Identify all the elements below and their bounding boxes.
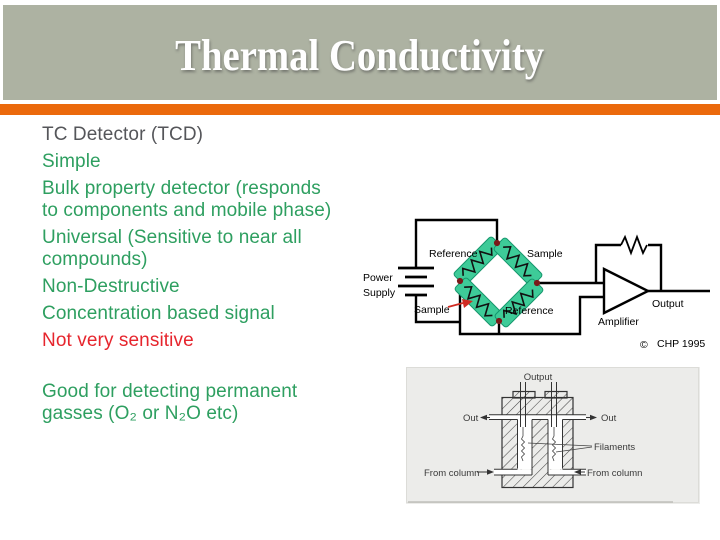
filament-left bbox=[520, 427, 526, 462]
amplifier-symbol bbox=[602, 267, 651, 315]
wheatstone-bridge bbox=[447, 235, 545, 329]
power-supply-label-line1: Power bbox=[363, 272, 393, 284]
out-left-arrow-icon bbox=[480, 414, 487, 421]
from-column-left-arrow-icon bbox=[487, 469, 494, 475]
from-column-right-arrow-icon bbox=[574, 469, 581, 475]
bullet-text: Not very sensitive bbox=[42, 330, 194, 351]
out-right-arrow-icon bbox=[590, 414, 597, 421]
from-column-left-label: From column bbox=[424, 468, 479, 479]
slide-title: Thermal Conductivity bbox=[175, 31, 545, 80]
amplifier-label: Amplifier bbox=[598, 316, 639, 328]
sample-pointer-arrow-icon bbox=[447, 299, 473, 308]
flow-arrows bbox=[477, 414, 597, 475]
bridge-circuit-diagram: Power Supply Reference Sample Sample Ref… bbox=[363, 218, 710, 351]
circuit-wires bbox=[414, 218, 710, 336]
reference-top-label: Reference bbox=[429, 248, 478, 260]
out-right-label: Out bbox=[601, 413, 617, 424]
filament-right bbox=[551, 427, 557, 462]
filaments-label: Filaments bbox=[594, 442, 635, 453]
from-column-right-label: From column bbox=[587, 468, 642, 479]
bullet-text: Concentration based signal bbox=[42, 303, 275, 324]
copyright-text: CHP 1995 bbox=[657, 338, 705, 350]
accent-bar bbox=[0, 104, 720, 115]
battery-symbol bbox=[398, 266, 434, 297]
detector-cross-section-figure: Output Out Out Filaments From column Fro… bbox=[406, 367, 700, 504]
resistor-sample-top bbox=[492, 236, 544, 288]
title-banner: Thermal Conductivity bbox=[3, 5, 717, 100]
filament-wires bbox=[520, 382, 557, 462]
output-label: Output bbox=[652, 298, 684, 310]
sample-bottom-label: Sample bbox=[414, 304, 450, 316]
bullet-text: Simple bbox=[42, 151, 101, 172]
detector-block bbox=[489, 390, 586, 489]
bullet-text: TC Detector (TCD) bbox=[42, 124, 204, 145]
connector-cap-left bbox=[512, 390, 536, 399]
out-left-label: Out bbox=[463, 413, 479, 424]
power-supply-label-line2: Supply bbox=[363, 287, 396, 299]
reference-bottom-label: Reference bbox=[505, 305, 554, 317]
feedback-resistor bbox=[620, 234, 648, 256]
sample-top-label: Sample bbox=[527, 248, 563, 260]
figure-output-label: Output bbox=[524, 372, 553, 383]
filament-pointer-lines bbox=[527, 442, 593, 453]
copyright-icon: © bbox=[640, 339, 648, 351]
bullet-text: Non-Destructive bbox=[42, 276, 180, 297]
